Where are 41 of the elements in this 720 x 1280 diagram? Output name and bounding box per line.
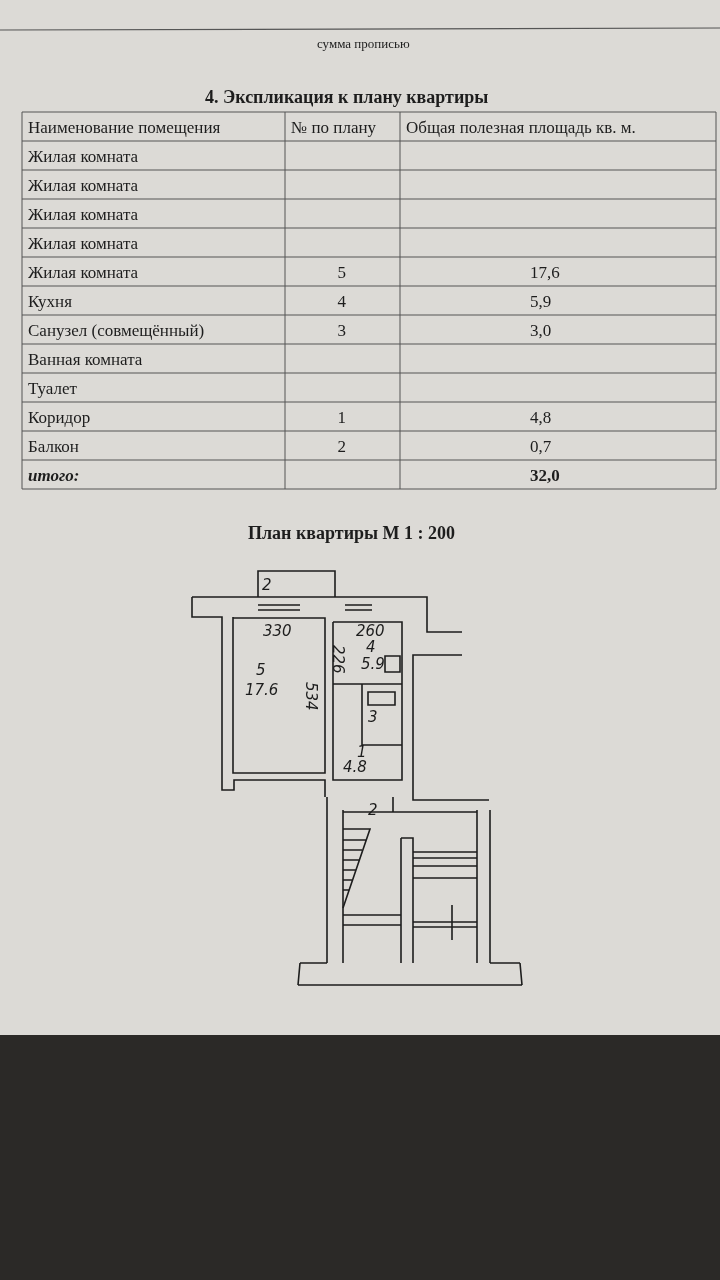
room-name: Ванная комната [28, 350, 143, 368]
dimension: 226 [330, 645, 345, 674]
area-value: 0,7 [530, 437, 552, 455]
dimension: 330 [263, 624, 292, 639]
table-heading: 4. Экспликация к плану квартиры [205, 88, 489, 106]
plan-number: 4 [337, 292, 346, 310]
room-number: 2 [262, 578, 272, 593]
room-name: Жилая комната [28, 234, 139, 252]
room-name: Туалет [28, 379, 77, 397]
plan-number: 2 [337, 437, 346, 455]
room-name: Жилая комната [28, 176, 139, 194]
area-value: 17.6 [245, 683, 279, 698]
plan-heading: План квартиры М 1 : 200 [248, 524, 456, 542]
area-value: 4.8 [343, 760, 367, 775]
dimension: 260 [356, 624, 385, 639]
plan-number: 5 [337, 263, 346, 281]
room-name: Санузел (совмещённый) [28, 321, 205, 339]
room-number: 5 [256, 663, 266, 678]
column-header: Наименование помещения [28, 118, 221, 136]
room-number: 1 [357, 745, 367, 760]
room-name: Балкон [28, 437, 79, 455]
area-value: 4,8 [530, 408, 552, 426]
room-number: 4 [366, 640, 376, 655]
area-value: 3,0 [530, 321, 552, 339]
area-value: 5.9 [361, 657, 385, 672]
column-header: № по плану [291, 118, 377, 136]
plan-number: 1 [337, 408, 346, 426]
total-label: итого: [28, 466, 80, 484]
total-value: 32,0 [530, 466, 560, 484]
area-value: 17,6 [530, 263, 560, 281]
dimension: 534 [303, 682, 318, 711]
room-name: Кухня [28, 292, 72, 310]
column-header: Общая полезная площадь кв. м. [406, 118, 636, 136]
room-name: Жилая комната [28, 147, 139, 165]
caption-text: сумма прописью [317, 37, 410, 50]
plan-number: 3 [337, 321, 346, 339]
room-name: Коридор [28, 408, 91, 426]
room-name: Жилая комната [28, 263, 139, 281]
room-name: Жилая комната [28, 205, 139, 223]
room-number: 3 [368, 710, 378, 725]
area-value: 5,9 [530, 292, 552, 310]
